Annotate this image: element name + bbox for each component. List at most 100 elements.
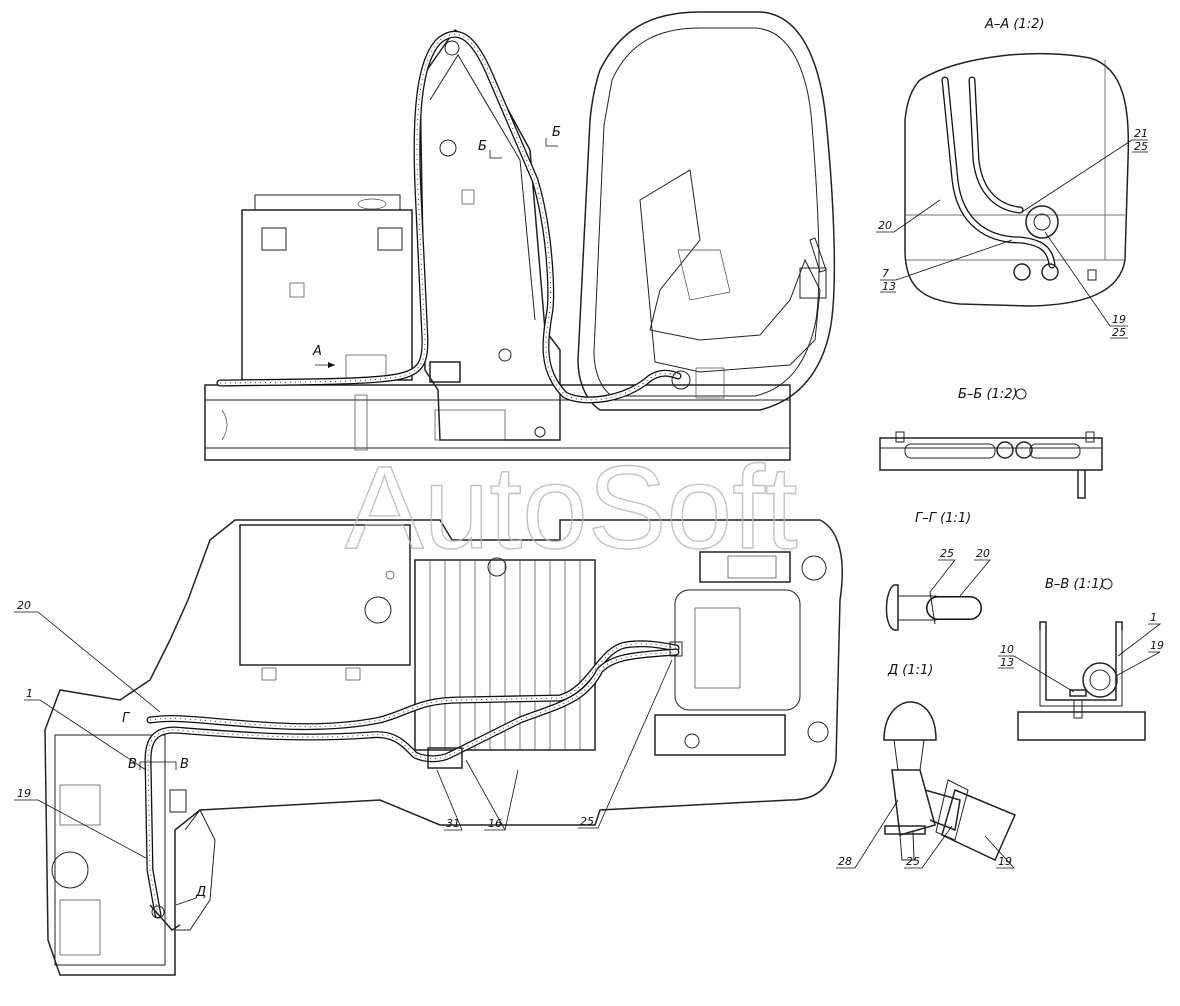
- hose-coupling-lower: [427, 747, 463, 769]
- callout-g-25: 25: [940, 547, 954, 560]
- side-tank-cap: [51, 851, 89, 889]
- bracket-block: [169, 789, 187, 813]
- callout-d-25: 25: [906, 855, 920, 868]
- view-d-branch: [924, 789, 961, 832]
- joystick-base: [799, 267, 827, 299]
- callout-v-19: 19: [1150, 639, 1164, 652]
- leader-v-19: [1115, 651, 1161, 677]
- section-g-g-clamp: [929, 591, 936, 625]
- section-b-b-flange: [1077, 470, 1086, 499]
- marker-v-right: В: [180, 757, 189, 772]
- engine-box: [241, 209, 413, 381]
- leader-31: [436, 769, 463, 831]
- callout-a-7: 7: [882, 267, 889, 280]
- callout-31: 31: [446, 817, 460, 830]
- engine-filler: [364, 596, 392, 624]
- view-d-hose: [941, 788, 1016, 862]
- section-v-v-channel-outer: [1039, 630, 1123, 707]
- seat-cushion-plan: [694, 607, 741, 689]
- callout-a-19: 19: [1112, 313, 1126, 326]
- column-pivot-low: [498, 348, 512, 362]
- section-a-a-title: А–А (1:2): [984, 17, 1044, 32]
- view-d-title: Д (1:1): [887, 663, 933, 678]
- callout-1: 1: [26, 687, 33, 700]
- section-a-a-fitting: [1025, 205, 1059, 239]
- engine-box-panel-left: [261, 227, 287, 251]
- callout-a-25-bottom: 25: [1112, 326, 1126, 339]
- marker-g: Г: [122, 711, 131, 726]
- hose-20-lower: [146, 640, 680, 731]
- control-panel-bottom: [654, 714, 786, 756]
- section-a-a-port-right: [1041, 263, 1059, 281]
- section-b-b-bolt-right: [1085, 431, 1095, 443]
- column-pivot-mid: [439, 139, 457, 157]
- hose-20-upper: [216, 30, 682, 404]
- leader-g-20: [959, 559, 991, 597]
- frame-rail: [204, 384, 791, 461]
- leader-19: [14, 799, 147, 859]
- section-g-g: Г–Г (1:1) 25 20: [885, 511, 991, 631]
- column-inner-edge: [429, 54, 536, 321]
- crane-column: [419, 28, 561, 441]
- callout-v-10: 10: [1000, 643, 1014, 656]
- lower-outline: [44, 519, 843, 976]
- side-tank-lower: [59, 899, 101, 956]
- leader-a-7: [880, 239, 1013, 293]
- leader-a-21: [1021, 139, 1148, 213]
- view-d-cap: [883, 701, 937, 741]
- operator-seat: [639, 169, 821, 373]
- control-panel-buttons: [727, 555, 777, 579]
- cut-b-right-line: [545, 138, 558, 147]
- callout-v-13: 13: [1000, 656, 1014, 669]
- section-g-g-title: Г–Г (1:1): [915, 511, 971, 526]
- leader-v-1: [1117, 623, 1162, 657]
- section-a-a: А–А (1:2) 21 25 20 7 13 19 25: [876, 17, 1148, 339]
- section-b-b-title: Б–Б (1:2): [958, 387, 1018, 402]
- callout-25: 25: [580, 815, 594, 828]
- section-v-v-hose: [1082, 662, 1118, 698]
- section-v-v-rotate-icon: [1101, 578, 1113, 590]
- engine-box-lid: [254, 194, 401, 210]
- section-b-b-hose-b: [1029, 443, 1081, 459]
- section-v-v-clip: [1069, 689, 1087, 697]
- leader-d-25: [904, 825, 953, 869]
- leader-1: [24, 699, 147, 771]
- frame-gusset: [354, 394, 368, 451]
- section-b-b-bolt-left: [895, 431, 905, 443]
- leader-d-28: [836, 799, 899, 869]
- section-a-a-bolt: [1087, 269, 1097, 281]
- column-tag: [461, 189, 475, 205]
- upper-assembly: А Б Б: [204, 11, 836, 461]
- section-b-b-tube-2: [1015, 441, 1033, 459]
- view-d-neck: [893, 739, 925, 771]
- marker-v-left: В: [128, 757, 137, 772]
- leader-25: [578, 659, 673, 829]
- callout-20: 20: [17, 599, 31, 612]
- view-d-nut: [884, 825, 926, 835]
- hose-19-lower: [144, 648, 680, 919]
- hose-end-lower: [669, 641, 683, 657]
- engine-box-bracket: [345, 354, 387, 380]
- watermark: AutoSoft: [345, 442, 798, 574]
- radiator-fins: [429, 560, 581, 750]
- callout-a-20: 20: [878, 219, 892, 232]
- section-g-g-cap: [885, 584, 899, 631]
- view-d-stem: [899, 831, 915, 861]
- seat-cushion: [677, 249, 731, 301]
- control-knob-top: [801, 555, 827, 581]
- frame-cutout: [221, 409, 228, 441]
- leader-v-10: [998, 655, 1075, 693]
- callout-a-21: 21: [1134, 127, 1148, 140]
- section-v-v-channel: [1039, 621, 1123, 701]
- column-pivot-base: [534, 426, 546, 438]
- leader-g-25: [929, 559, 956, 593]
- hose-end-d: [151, 905, 165, 919]
- view-d: Д (1:1) 28 25 19: [836, 663, 1016, 869]
- hose-bend-d: [149, 904, 181, 931]
- callout-d-19: 19: [998, 855, 1012, 868]
- radiator-cap: [487, 557, 507, 577]
- engine-block-plan: [239, 524, 411, 666]
- section-a-a-outline: [904, 52, 1130, 307]
